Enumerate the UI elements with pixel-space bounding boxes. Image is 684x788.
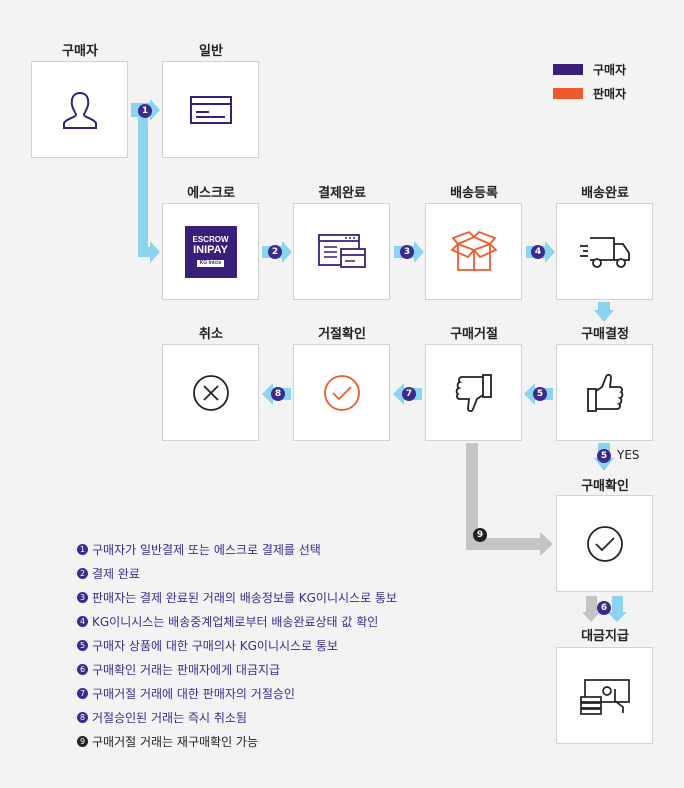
note-number: 8 — [77, 711, 88, 723]
cancel-x-circle-icon — [192, 374, 229, 411]
yes-label: YES — [617, 448, 640, 462]
card-payment-icon — [189, 95, 232, 124]
note-item: 4 KG이니시스는 배송중계업체로부터 배송완료상태 값 확인 — [77, 609, 397, 633]
ship-done-label: 배송완료 — [581, 186, 629, 201]
note-text: 판매자는 결제 완료된 거래의 배송정보를 KG이니시스로 통보 — [92, 590, 398, 605]
general-box — [162, 61, 259, 158]
ship-done-box — [556, 203, 653, 300]
step-7-badge: 7 — [402, 387, 416, 401]
buyer-box — [31, 61, 128, 158]
escrow-logo-line3: KG Inicis — [196, 260, 225, 267]
settle-box — [556, 647, 653, 744]
note-text: 구매거절 거래는 재구매확인 가능 — [92, 734, 259, 749]
note-number: 2 — [77, 567, 88, 579]
person-icon — [62, 91, 97, 129]
package-box-icon — [449, 230, 498, 271]
escrow-label: 에스크로 — [187, 186, 235, 201]
note-text: 결제 완료 — [92, 566, 140, 581]
step-2-badge: 2 — [268, 245, 282, 259]
note-item: 9 구매거절 거래는 재구매확인 가능 — [77, 729, 397, 753]
settle-label: 대금지급 — [581, 629, 629, 644]
note-number: 6 — [77, 663, 88, 675]
legend-seller: 판매자 — [553, 85, 626, 102]
cancel-label: 취소 — [199, 327, 223, 342]
step-notes: 1 구매자가 일반결제 또는 에스크로 결제를 선택 2 결제 완료 3 판매자는 결… — [77, 537, 397, 753]
reject-label: 구매거절 — [450, 327, 498, 342]
step-1-badge: 1 — [138, 104, 152, 118]
note-text: 구매자 상품에 대한 구매의사 KG이니시스로 통보 — [92, 638, 339, 653]
legend-buyer: 구매자 — [553, 61, 626, 78]
confirm-check-circle-icon — [586, 525, 623, 562]
money-payout-icon — [579, 678, 630, 715]
ship-register-label: 배송등록 — [450, 186, 498, 201]
payment-done-box — [293, 203, 390, 300]
note-number: 5 — [77, 639, 88, 651]
buyer-label: 구매자 — [62, 44, 98, 59]
legend-buyer-swatch — [553, 64, 583, 75]
note-number: 3 — [77, 591, 88, 603]
note-text: 거절승인된 거래는 즉시 취소됨 — [92, 710, 247, 725]
confirm-box — [556, 495, 653, 592]
note-item: 6 구매확인 거래는 판매자에게 대금지급 — [77, 657, 397, 681]
step-6-badge: 6 — [597, 601, 611, 615]
note-number: 7 — [77, 687, 88, 699]
ship-register-box — [425, 203, 522, 300]
browser-window-icon — [317, 233, 366, 268]
legend-seller-swatch — [553, 88, 583, 99]
note-item: 2 결제 완료 — [77, 561, 397, 585]
reject-approve-label: 거절확인 — [318, 327, 366, 342]
escrow-logo-line1: ESCROW — [192, 235, 229, 244]
payment-done-label: 결제완료 — [318, 186, 366, 201]
step-9-badge: 9 — [473, 528, 487, 542]
general-label: 일반 — [199, 44, 223, 59]
reject-approve-box — [293, 344, 390, 441]
step-3-badge: 3 — [400, 245, 414, 259]
note-text: KG이니시스는 배송중계업체로부터 배송완료상태 값 확인 — [92, 614, 379, 629]
escrow-box: ESCROW INIPAY KG Inicis — [162, 203, 259, 300]
note-item: 7 구매거절 거래에 대한 판매자의 거절승인 — [77, 681, 397, 705]
note-item: 1 구매자가 일반결제 또는 에스크로 결제를 선택 — [77, 537, 397, 561]
decide-box — [556, 344, 653, 441]
legend-buyer-label: 구매자 — [593, 63, 627, 77]
confirm-label: 구매확인 — [581, 479, 629, 494]
note-number: 1 — [77, 543, 88, 555]
note-text: 구매자가 일반결제 또는 에스크로 결제를 선택 — [92, 542, 321, 557]
step-5-badge: 5 — [597, 449, 611, 463]
note-number: 9 — [77, 735, 88, 747]
note-item: 5 구매자 상품에 대한 구매의사 KG이니시스로 통보 — [77, 633, 397, 657]
legend-seller-label: 판매자 — [593, 87, 627, 101]
delivery-truck-icon — [579, 236, 630, 268]
note-text: 구매거절 거래에 대한 판매자의 거절승인 — [92, 686, 295, 701]
note-item: 3 판매자는 결제 완료된 거래의 배송정보를 KG이니시스로 통보 — [77, 585, 397, 609]
step-5-badge-row: 5 — [533, 387, 547, 401]
note-text: 구매확인 거래는 판매자에게 대금지급 — [92, 662, 281, 677]
step-8-badge: 8 — [271, 387, 285, 401]
thumbs-down-icon — [455, 373, 492, 412]
escrow-inipay-logo: ESCROW INIPAY KG Inicis — [184, 225, 237, 278]
step-4-badge: 4 — [531, 245, 545, 259]
note-number: 4 — [77, 615, 88, 627]
cancel-box — [162, 344, 259, 441]
note-item: 8 거절승인된 거래는 즉시 취소됨 — [77, 705, 397, 729]
check-circle-icon — [323, 374, 360, 411]
escrow-logo-line2: INIPAY — [193, 244, 228, 256]
thumbs-up-icon — [586, 373, 623, 412]
reject-box — [425, 344, 522, 441]
decide-label: 구매결정 — [581, 327, 629, 342]
